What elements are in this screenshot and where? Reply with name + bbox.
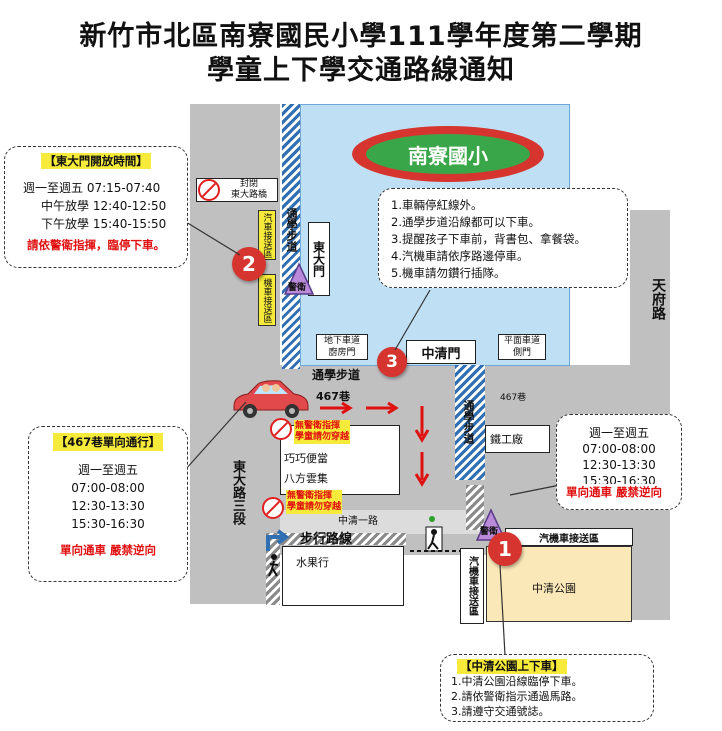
- right-row1: 週一至週五: [588, 426, 649, 440]
- walkway-vertical: [455, 365, 485, 480]
- lane-467-label: 467巷: [316, 390, 350, 403]
- iron-works: 鐵工廠: [490, 433, 523, 446]
- callout-lane-467: 【467巷單向通行】 週一至週五 07:00-08:00 12:30-13:30…: [28, 426, 188, 582]
- title-line2: 學童上下學交通路線通知: [207, 55, 515, 86]
- car-icon: [233, 380, 309, 418]
- car-pickup-bar: 汽機車接送區: [505, 528, 633, 546]
- rule-3: 3.提醒孩子下車前，背書包、拿餐袋。: [391, 232, 586, 246]
- fruit-shop-block: [282, 546, 404, 606]
- iron-works-block: [485, 425, 550, 453]
- callout-rules: 1.車輛停紅線外。 2.通學步道沿線都可以下車。 3.提醒孩子下車前，背書包、拿…: [378, 188, 628, 288]
- zhongqing-road-strip: [280, 510, 480, 534]
- underground-gate: 地下車道 廚房門: [316, 334, 368, 360]
- east-row2: 中午放學 12:40-12:50: [41, 199, 167, 213]
- right-row2: 07:00-08:00: [582, 442, 656, 456]
- lane-note: 單向通車 嚴禁逆向: [59, 543, 156, 557]
- rule-2: 2.通學步道沿線都可以下車。: [391, 215, 540, 229]
- fruit-shop: 水果行: [296, 556, 329, 569]
- walk-route-label: 步行路線: [300, 532, 353, 547]
- dongda-road-label: 東大路三段: [230, 460, 245, 525]
- east-row3: 下午放學 15:40-15:50: [41, 217, 167, 231]
- police-triangle-icon: [284, 262, 314, 295]
- park-rule-1: 1.中清公園沿線臨停下車。: [451, 675, 583, 688]
- arrow-bend-icon: [266, 529, 290, 551]
- rule-1: 1.車輛停紅線外。: [391, 198, 483, 212]
- right-row3: 12:30-13:30: [582, 458, 656, 472]
- park-heading: 【中清公園上下車】: [457, 659, 567, 674]
- flat-gate: 平面車道 側門: [498, 334, 546, 360]
- callout-park: 【中清公園上下車】 1.中清公園沿線臨停下車。 2.請依警衛指示通過馬路。 3.…: [440, 654, 654, 722]
- east-heading: 【東大門開放時間】: [41, 153, 151, 169]
- no-entry-icon: [270, 418, 292, 440]
- zhongqing-gate: 中清門: [406, 340, 476, 364]
- police-label-2: 警衛: [480, 527, 499, 537]
- lane-heading: 【467巷單向通行】: [52, 433, 164, 451]
- tianfu-road-label: 天府路: [650, 278, 666, 320]
- crosswalk-icon: [410, 516, 460, 552]
- zhongqing-park: [486, 546, 632, 622]
- walkway-label-horizontal: 通學步道: [312, 368, 361, 382]
- lane-row4: 15:30-16:30: [71, 517, 145, 531]
- east-row1: 週一至週五 07:15-07:40: [23, 181, 161, 195]
- car-pickup-zone: 汽車接送區: [258, 210, 276, 260]
- rule-5: 5.機車請勿鑽行插隊。: [391, 266, 506, 280]
- park-label: 中清公園: [532, 582, 576, 595]
- no-entry-icon: [198, 179, 220, 201]
- school-name: 南寮國小: [366, 134, 530, 174]
- crossing-hatch: [466, 485, 484, 530]
- warning-2: 無警衛指揮 學童請勿穿越: [286, 490, 343, 514]
- walkway-label-vertical: 通學步道: [462, 400, 475, 444]
- shop-bento: 巧巧便當: [284, 452, 328, 465]
- scooter-pickup-zone: 機車接送區: [258, 274, 276, 326]
- park-rule-2: 2.請依警衛指示通過馬路。: [451, 690, 583, 703]
- zhongqing-road-label: 中清一路: [338, 516, 378, 527]
- callout-east-gate: 【東大門開放時間】 週一至週五 07:15-07:40 中午放學 12:40-1…: [4, 146, 188, 268]
- shop-bafang: 八方雲集: [284, 472, 328, 485]
- badge-2: 2: [232, 247, 266, 281]
- walkway-left: [282, 104, 300, 369]
- lane-row3: 12:30-13:30: [71, 499, 145, 513]
- east-gate: 東大門: [308, 222, 330, 296]
- right-note: 單向通車 嚴禁逆向: [566, 484, 663, 500]
- walk-route-top: [266, 533, 406, 545]
- walkway-label-left: 通學步道: [285, 208, 298, 252]
- lane-row1: 週一至週五: [77, 463, 138, 477]
- warning-1: 無警衛指揮 學童請勿穿越: [294, 420, 351, 444]
- badge-3: 3: [377, 347, 407, 377]
- car-pickup-vertical: 汽機車接送區: [460, 548, 484, 624]
- east-note: 請依警衛指揮，臨停下車。: [27, 238, 165, 252]
- badge-1: 1: [488, 532, 522, 566]
- title-line1: 新竹市北區南寮國民小學111學年度第二學期: [79, 21, 643, 52]
- rule-4: 4.汽機車請依序路邊停車。: [391, 249, 529, 263]
- no-entry-icon: [262, 497, 284, 519]
- one-way-arrows: [320, 401, 430, 487]
- police-label-1: 警衛: [288, 283, 307, 293]
- pedestrian-icon: [268, 554, 279, 577]
- closed-bridge-label: 封閉 東大路橋: [230, 179, 267, 200]
- park-rule-3: 3.請遵守交通號誌。: [451, 705, 550, 718]
- lane-row2: 07:00-08:00: [71, 481, 145, 495]
- lane-467-right-label: 467巷: [500, 393, 527, 403]
